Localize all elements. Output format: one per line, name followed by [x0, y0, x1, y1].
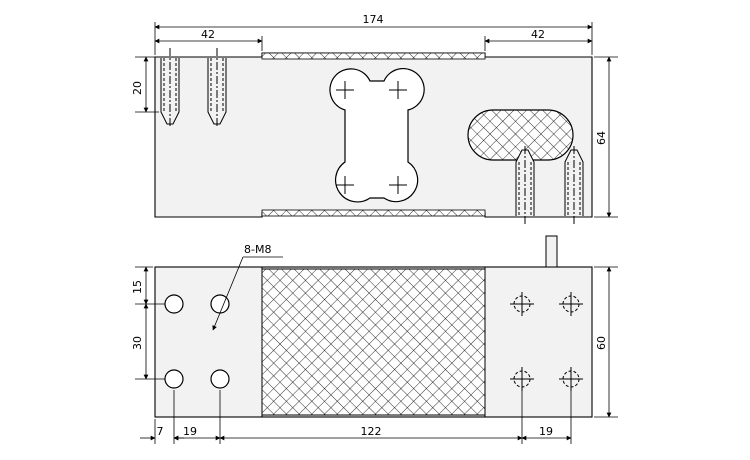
- cutout-centers: [336, 81, 407, 194]
- thread-spec-label: 8-M8: [244, 243, 271, 256]
- dim-right-flat: 42: [531, 28, 545, 41]
- right-tapped-holes: [510, 292, 583, 391]
- dim-side-height: 64: [595, 131, 608, 145]
- dim-hole-pitch-left: 19: [183, 425, 197, 438]
- top-strain-strip: [261, 52, 486, 60]
- dim-left-flat: 42: [201, 28, 215, 41]
- cable-gland: [545, 235, 558, 268]
- plan-view: 8-M8: [154, 235, 593, 418]
- right-threaded-holes: [515, 146, 584, 226]
- dim-hole-pitch-right: 19: [539, 425, 553, 438]
- left-mounting-holes: [164, 294, 230, 389]
- dim-plan-width: 60: [595, 336, 608, 350]
- left-threaded-holes: [160, 48, 227, 128]
- dim-hole-spacing-vertical: 30: [131, 336, 144, 350]
- side-view: [154, 48, 593, 226]
- plan-hatched-area: [261, 268, 486, 416]
- side-view-dimensions: 174 42 42 20 64: [131, 13, 618, 218]
- dim-center-span: 122: [361, 425, 382, 438]
- bottom-strain-strip: [261, 209, 486, 217]
- dogbone-cutout: [329, 68, 425, 203]
- dim-top-hole-spacing: 20: [131, 81, 144, 95]
- dim-overall-length: 174: [363, 13, 384, 26]
- dim-edge-offset: 7: [157, 425, 164, 438]
- dim-hole-offset-top: 15: [131, 280, 144, 294]
- plan-view-dimensions: 15 30 60 7 19 122 19: [131, 266, 618, 444]
